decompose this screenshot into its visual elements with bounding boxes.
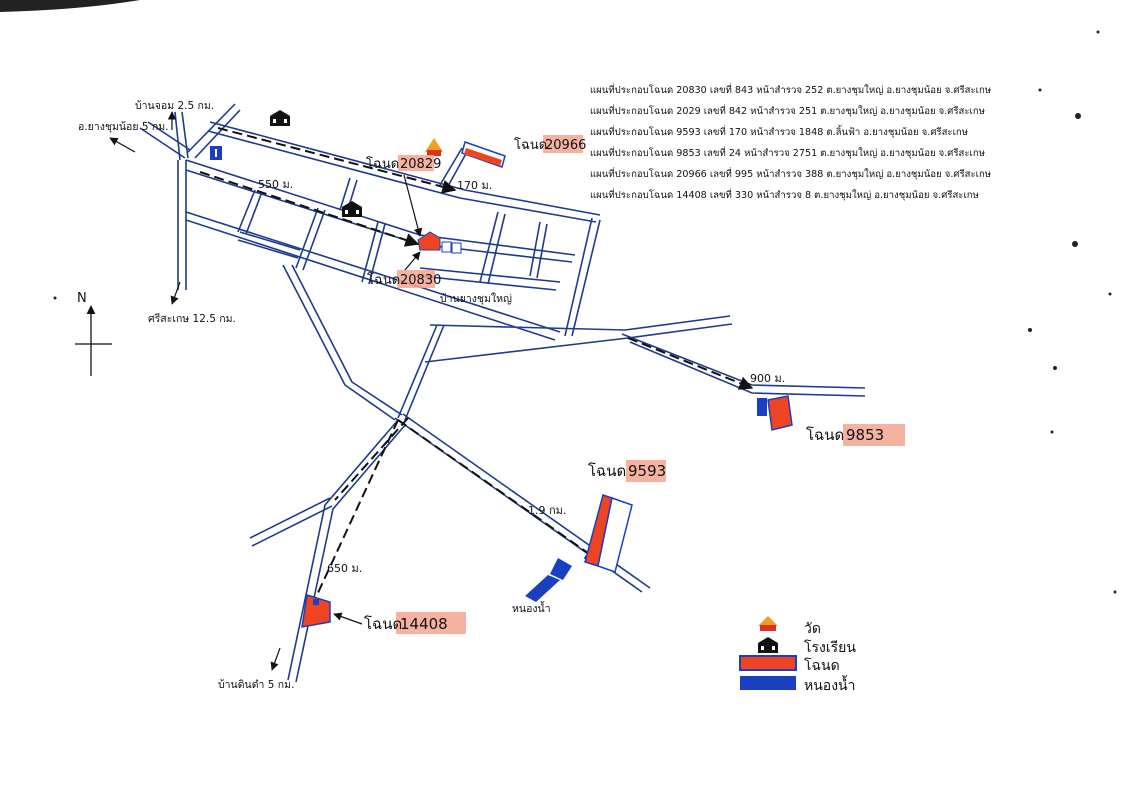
scan-specks [53,30,1117,594]
school-icon [270,110,290,126]
temple-icon [758,616,778,631]
svg-text:โฉนด: โฉนด [367,272,400,288]
label-ban-chom: บ้านจอม 2.5 กม. [135,100,214,112]
label-sisaket: ศรีสะเกษ 12.5 กม. [148,312,236,325]
distance-550: 550 ม. [258,178,293,191]
legend-deed: โฉนด [804,657,840,674]
school-icon [342,201,362,217]
map-legend: วัด โรงเรียน โฉนด หนองน้ำ [739,616,856,694]
deed-info-line: แผนที่ประกอบโฉนด 20830 เลขที่ 843 หน้าสำ… [590,83,991,96]
svg-text:9593: 9593 [628,462,666,480]
direction-pointers [109,111,281,671]
label-ban-din-dam: บ้านดินดำ 5 กม. [218,679,294,691]
svg-text:9853: 9853 [846,426,884,444]
deed-label-9593: โฉนด 9593 [588,460,666,482]
svg-text:โฉนด: โฉนด [806,426,844,444]
village-label: บ้านยางชุมใหญ่ [440,292,512,305]
deed-info-line: แผนที่ประกอบโฉนด 9853 เลขที่ 24 หน้าสำรว… [590,146,985,159]
svg-text:14408: 14408 [400,615,448,633]
distance-650: 650 ม. [327,562,362,575]
route-arrows [199,127,754,612]
temple-icon [425,138,443,156]
deed-label-20830: โฉนด 20830 [367,251,441,288]
legend-school: โรงเรียน [804,639,856,656]
deed-label-14408: โฉนด 14408 [333,612,466,634]
info-icon [210,146,222,160]
north-label: N [77,291,87,306]
svg-text:โฉนด: โฉนด [364,615,402,633]
school-icon [758,637,778,653]
svg-text:20830: 20830 [400,273,441,288]
deed-info-line: แผนที่ประกอบโฉนด 9593 เลขที่ 170 หน้าสำร… [590,124,968,138]
legend-deed-swatch [739,655,797,671]
svg-text:20829: 20829 [400,157,441,172]
deed-label-20829: โฉนด 20829 [366,155,441,237]
scan-edge [0,0,140,12]
svg-text:โฉนด: โฉนด [514,137,547,153]
deed-label-9853: โฉนด 9853 [806,424,905,446]
pond-label: หนองน้ำ [512,601,551,615]
svg-text:โฉนด: โฉนด [588,462,626,480]
legend-pond: หนองน้ำ [804,675,855,694]
deed-info-block: แผนที่ประกอบโฉนด 20830 เลขที่ 843 หน้าสำ… [590,83,991,201]
distance-170: 170 ม. [457,179,492,192]
svg-text:20966: 20966 [545,138,586,153]
deed-label-20966: โฉนด 20966 [514,135,586,153]
distance-900: 900 ม. [750,372,785,385]
deed-info-line: แผนที่ประกอบโฉนด 2029 เลขที่ 842 หน้าสำร… [590,104,985,117]
legend-pond-swatch [740,676,796,690]
deed-parcels [301,141,793,628]
svg-text:โฉนด: โฉนด [366,156,399,172]
deed-info-line: แผนที่ประกอบโฉนด 20966 เลขที่ 995 หน้าสำ… [590,167,991,180]
label-yangchum-noi: อ.ยางชุมน้อย 5 กม. [78,121,168,133]
deed-info-line: แผนที่ประกอบโฉนด 14408 เลขที่ 330 หน้าสำ… [590,188,979,201]
distance-1-9: 1.9 กม. [528,504,566,517]
legend-temple: วัด [804,621,821,637]
north-arrow: N [75,291,112,376]
